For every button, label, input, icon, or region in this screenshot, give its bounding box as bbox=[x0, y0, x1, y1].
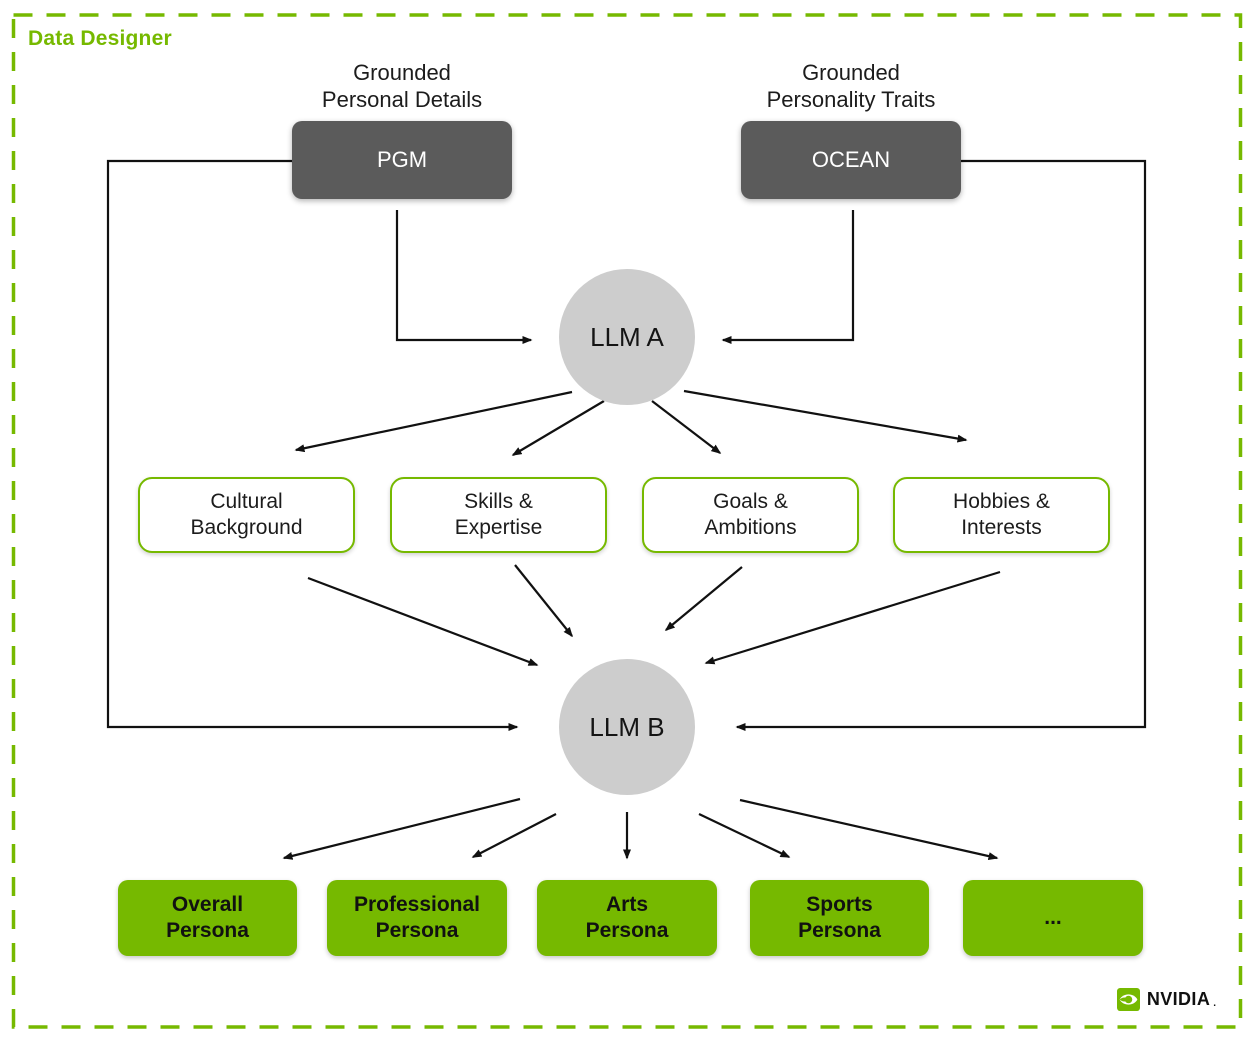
attribute-label-line: Cultural bbox=[210, 490, 283, 513]
pgm-node: PGM bbox=[292, 121, 512, 199]
caption-line: Personal Details bbox=[321, 87, 483, 112]
persona-label-line: Overall bbox=[171, 893, 244, 916]
persona-label-line: Persona bbox=[585, 919, 669, 942]
persona-label-line: Professional bbox=[353, 893, 481, 916]
arrow-pgm-to-llm-b bbox=[106, 159, 519, 731]
attribute-label-line: Hobbies & bbox=[953, 490, 1050, 513]
arrow-llm-a-to-cultural bbox=[294, 390, 573, 453]
ocean-node-label: OCEAN bbox=[811, 147, 891, 172]
persona-label-line: Persona bbox=[798, 919, 881, 942]
pgm-node-label: PGM bbox=[376, 147, 428, 172]
dashed-border-frame bbox=[11, 13, 1243, 1029]
arrow-group bbox=[106, 159, 1147, 861]
nvidia-brand: NVIDIA . bbox=[1116, 988, 1216, 1011]
caption-grounded-personality-traits: Grounded Personality Traits bbox=[691, 59, 1011, 113]
arrow-llm-a-to-skills bbox=[511, 400, 605, 456]
caption-line: Grounded bbox=[802, 60, 900, 85]
attribute-box-hobbies-interests: Hobbies & Interests bbox=[893, 477, 1110, 553]
arrow-llm-b-to-sports bbox=[698, 813, 791, 858]
arrow-ocean-to-llm-a bbox=[721, 210, 855, 344]
arrow-llm-b-to-professional bbox=[471, 813, 557, 858]
attribute-label-line: Background bbox=[190, 516, 303, 539]
attribute-label-line: Skills & bbox=[464, 490, 533, 513]
persona-label-line: ... bbox=[1044, 906, 1062, 929]
arrow-hobbies-to-llm-b bbox=[704, 570, 1001, 665]
attribute-label-line: Goals & bbox=[713, 490, 788, 513]
page-title: Data Designer bbox=[28, 27, 172, 50]
arrow-ocean-to-llm-b bbox=[735, 159, 1147, 731]
nvidia-wordmark: NVIDIA bbox=[1146, 989, 1211, 1009]
caption-line: Grounded bbox=[353, 60, 451, 85]
persona-label-line: Sports bbox=[806, 893, 873, 916]
attribute-label-line: Interests bbox=[961, 516, 1042, 539]
llm-b-node: LLM B bbox=[559, 659, 695, 795]
attribute-label-line: Expertise bbox=[454, 516, 543, 539]
arrow-pgm-to-llm-a bbox=[395, 210, 533, 344]
ocean-node: OCEAN bbox=[741, 121, 961, 199]
persona-label-line: Arts bbox=[605, 893, 648, 916]
llm-a-label: LLM A bbox=[590, 321, 664, 352]
persona-label-line: Persona bbox=[375, 919, 459, 942]
llm-a-node: LLM A bbox=[559, 269, 695, 405]
caption-grounded-personal-details: Grounded Personal Details bbox=[242, 59, 562, 113]
caption-line: Personality Traits bbox=[766, 87, 936, 112]
persona-box-arts: Arts Persona bbox=[537, 880, 717, 956]
arrow-llm-a-to-goals bbox=[651, 400, 722, 454]
attribute-box-skills-expertise: Skills & Expertise bbox=[390, 477, 607, 553]
persona-label-line: Persona bbox=[166, 919, 249, 942]
attribute-label-line: Ambitions bbox=[704, 516, 797, 539]
persona-box-sports: Sports Persona bbox=[750, 880, 929, 956]
arrow-goals-to-llm-b bbox=[664, 566, 743, 631]
nvidia-wordmark-period: . bbox=[1213, 998, 1216, 1009]
attribute-box-cultural-background: Cultural Background bbox=[138, 477, 355, 553]
arrow-llm-b-to-overall bbox=[282, 797, 521, 860]
arrow-llm-b-to-more bbox=[739, 798, 999, 861]
arrow-llm-a-to-hobbies bbox=[683, 389, 968, 443]
persona-box-overall: Overall Persona bbox=[118, 880, 297, 956]
arrow-cultural-to-llm-b bbox=[307, 576, 539, 667]
llm-b-label: LLM B bbox=[589, 711, 665, 742]
attribute-box-goals-ambitions: Goals & Ambitions bbox=[642, 477, 859, 553]
arrow-skills-to-llm-b bbox=[514, 564, 573, 638]
persona-box-professional: Professional Persona bbox=[327, 880, 507, 956]
persona-box-more: ... bbox=[963, 880, 1143, 956]
nvidia-eye-icon bbox=[1116, 988, 1140, 1011]
